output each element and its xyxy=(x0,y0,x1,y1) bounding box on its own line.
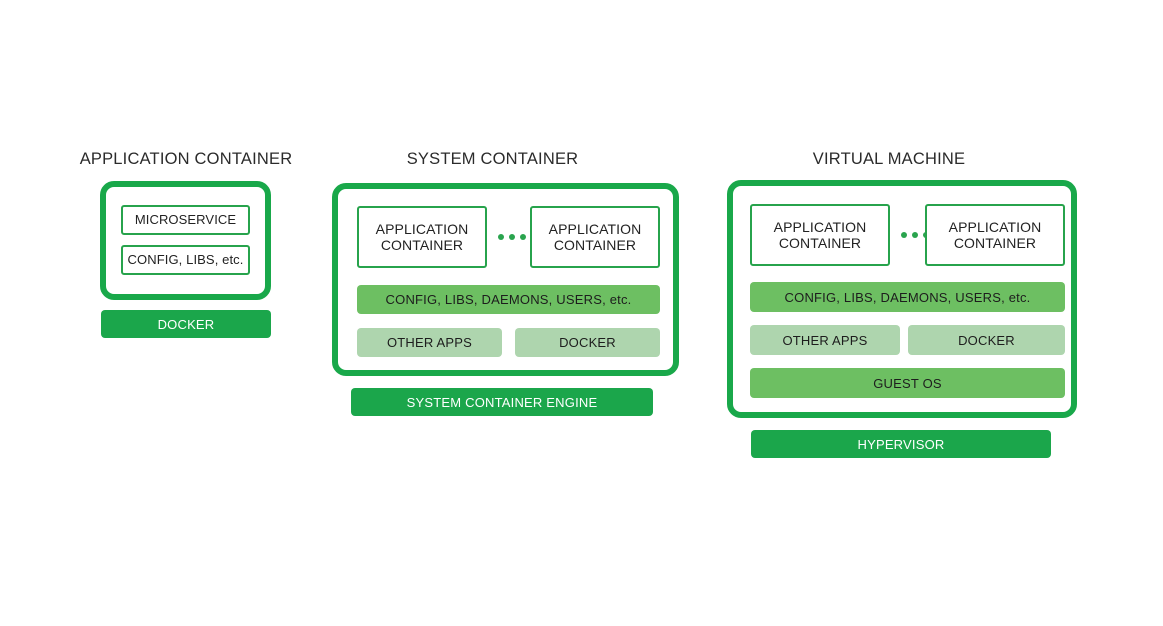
app-container-line2: CONTAINER xyxy=(953,235,1037,251)
system-config-libs-daemons-bar: CONFIG, LIBS, DAEMONS, USERS, etc. xyxy=(357,285,660,314)
column-title-system-container: SYSTEM CONTAINER xyxy=(406,150,579,168)
hypervisor-label: HYPERVISOR xyxy=(857,436,945,452)
system-docker-bar: DOCKER xyxy=(515,328,660,357)
app-container-line1: APPLICATION xyxy=(948,218,1042,235)
hypervisor-bar: HYPERVISOR xyxy=(751,430,1051,458)
microservice-box: MICROSERVICE xyxy=(121,205,250,235)
system-container-engine-label: SYSTEM CONTAINER ENGINE xyxy=(406,394,598,410)
config-libs-box: CONFIG, LIBS, etc. xyxy=(121,245,250,275)
docker-bar: DOCKER xyxy=(101,310,271,338)
system-config-libs-daemons-label: CONFIG, LIBS, DAEMONS, USERS, etc. xyxy=(385,292,632,307)
app-container-line2: CONTAINER xyxy=(380,237,464,253)
vm-docker-label: DOCKER xyxy=(958,332,1015,348)
column-application-container: APPLICATION CONTAINER MICROSERVICE CONFI… xyxy=(60,150,312,350)
system-container-engine-bar: SYSTEM CONTAINER ENGINE xyxy=(351,388,653,416)
system-docker-label: DOCKER xyxy=(559,335,616,350)
vm-docker-bar: DOCKER xyxy=(908,325,1065,355)
ellipsis-icon xyxy=(498,234,526,240)
vm-other-apps-label: OTHER APPS xyxy=(782,332,868,348)
app-container-line1: APPLICATION xyxy=(773,218,867,235)
app-container-line1: APPLICATION xyxy=(548,220,642,237)
config-libs-label: CONFIG, LIBS, etc. xyxy=(127,251,244,267)
column-title-application-container: APPLICATION CONTAINER xyxy=(79,150,293,168)
application-container-outer-box xyxy=(100,181,271,300)
app-container-line1: APPLICATION xyxy=(375,220,469,237)
vm-config-libs-daemons-bar: CONFIG, LIBS, DAEMONS, USERS, etc. xyxy=(750,282,1065,312)
vm-guest-os-bar: GUEST OS xyxy=(750,368,1065,398)
microservice-label: MICROSERVICE xyxy=(134,211,237,227)
column-title-virtual-machine: VIRTUAL MACHINE xyxy=(812,150,966,168)
app-container-line2: CONTAINER xyxy=(778,235,862,251)
vm-config-libs-daemons-label: CONFIG, LIBS, DAEMONS, USERS, etc. xyxy=(784,289,1031,305)
system-other-apps-label: OTHER APPS xyxy=(386,335,473,350)
system-other-apps-bar: OTHER APPS xyxy=(357,328,502,357)
docker-label: DOCKER xyxy=(157,316,215,332)
vm-other-apps-bar: OTHER APPS xyxy=(750,325,900,355)
app-container-line2: CONTAINER xyxy=(553,237,637,253)
vm-guest-os-label: GUEST OS xyxy=(873,375,942,391)
